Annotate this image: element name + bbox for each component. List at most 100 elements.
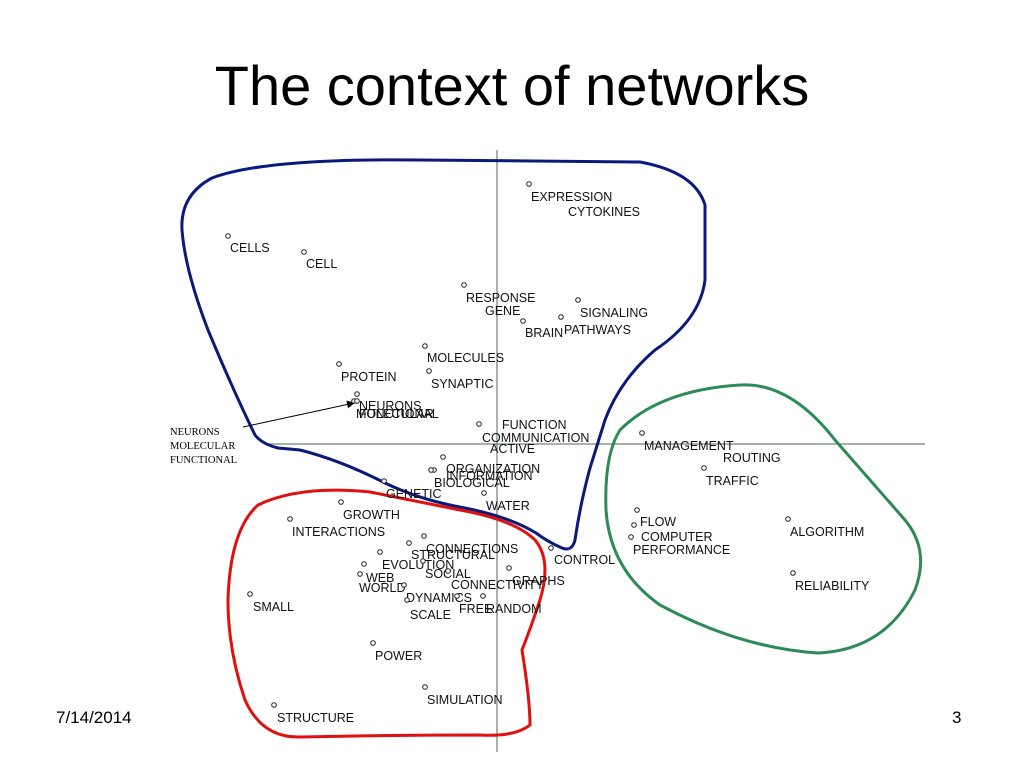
network-science-cluster-outline (226, 488, 547, 739)
term-marker-performance (628, 534, 634, 540)
term-marker-molecules (422, 343, 428, 349)
term-marker-algorithm (785, 516, 791, 522)
callout-line-functional: FUNCTIONAL (170, 455, 237, 466)
term-label-graphs: GRAPHS (512, 574, 565, 588)
callout-line-neurons: NEURONS (170, 427, 220, 438)
term-marker-free (454, 593, 460, 599)
term-label-brain: BRAIN (525, 326, 563, 340)
term-marker-cells (225, 233, 231, 239)
term-label-performance: PERFORMANCE (633, 543, 730, 557)
term-label-information: INFORMATION (446, 469, 533, 483)
term-label-algorithm: ALGORITHM (790, 525, 864, 539)
term-marker-small (247, 591, 253, 597)
term-label-connectivity: CONNECTIVITY (451, 578, 545, 592)
term-marker-flow (634, 507, 640, 513)
term-marker-connectivity (445, 568, 451, 574)
term-label-water: WATER (486, 499, 530, 513)
term-marker-signaling (575, 297, 581, 303)
term-label-active: ACTIVE (490, 442, 535, 456)
term-marker-cell (301, 249, 307, 255)
term-marker-connections (421, 533, 427, 539)
term-marker-response (461, 282, 467, 288)
term-marker-dynamics (401, 582, 407, 588)
term-marker-management (639, 430, 645, 436)
term-marker-traffic (701, 465, 707, 471)
term-label-free: FREE (459, 602, 492, 616)
term-label-protein: PROTEIN (341, 370, 397, 384)
term-marker-organization (440, 454, 446, 460)
term-label-reliability: RELIABILITY (795, 579, 870, 593)
term-marker-web (361, 561, 367, 567)
term-label-gene: GENE (485, 304, 520, 318)
term-label-structure: STRUCTURE (277, 711, 354, 725)
term-marker-water (481, 490, 487, 496)
term-label-communication: COMMUNICATION (482, 431, 589, 445)
term-label-biological: BIOLOGICAL (434, 476, 510, 490)
term-marker-scale (404, 597, 410, 603)
term-label-response: RESPONSE (466, 291, 535, 305)
slide-page-number: 3 (952, 708, 962, 727)
term-marker-brain (520, 318, 526, 324)
term-label-routing: ROUTING (723, 451, 781, 465)
term-marker-reliability (790, 570, 796, 576)
biology-cluster-outline (180, 158, 707, 551)
slide-title: The context of networks (214, 54, 810, 117)
term-label-genetic: GENETIC (386, 487, 442, 501)
term-marker-growth (338, 499, 344, 505)
term-marker-synaptic (426, 368, 432, 374)
term-marker-structure (271, 702, 277, 708)
callout-line-molecular: MOLECULAR (170, 441, 235, 452)
term-marker-expression (526, 181, 532, 187)
term-label-structural: STRUCTURAL (411, 548, 495, 562)
term-marker-power (370, 640, 376, 646)
term-label-management: MANAGEMENT (644, 439, 734, 453)
term-label-neurons: NEURONS (359, 399, 422, 413)
term-layer: EXPRESSIONCYTOKINESCELLSCELLRESPONSEGENE… (225, 181, 870, 725)
term-label-simulation: SIMULATION (427, 693, 502, 707)
term-label-molecular: MOLECULAR (356, 407, 434, 421)
term-label-growth: GROWTH (343, 508, 400, 522)
term-marker-function (476, 421, 482, 427)
term-label-cell: CELL (306, 257, 337, 271)
term-label-world: WORLD (359, 581, 406, 595)
term-marker-pathways (558, 314, 564, 320)
term-marker-protein (336, 361, 342, 367)
slide-date: 7/14/2014 (56, 708, 132, 727)
term-label-organization: ORGANIZATION (446, 462, 540, 476)
term-label-cells: CELLS (230, 241, 270, 255)
term-label-molecules: MOLECULES (427, 351, 504, 365)
term-marker-functional (354, 398, 360, 404)
term-label-connections: CONNECTIONS (426, 542, 518, 556)
term-marker-social (420, 558, 426, 564)
term-label-small: SMALL (253, 600, 294, 614)
term-label-social: SOCIAL (425, 567, 471, 581)
term-label-pathways: PATHWAYS (564, 323, 631, 337)
term-label-expression: EXPRESSION (531, 190, 612, 204)
term-label-random: RANDOM (486, 602, 542, 616)
term-label-functional: FUNCTIONAL (359, 407, 439, 421)
term-label-web: WEB (366, 571, 394, 585)
term-marker-neurons (354, 391, 360, 397)
term-marker-genetic (381, 478, 387, 484)
term-label-traffic: TRAFFIC (706, 474, 759, 488)
term-label-scale: SCALE (410, 608, 451, 622)
term-marker-biological (428, 467, 434, 473)
term-label-power: POWER (375, 649, 422, 663)
term-label-function: FUNCTION (502, 418, 567, 432)
term-label-evolution: EVOLUTION (382, 558, 454, 572)
term-label-cytokines: CYTOKINES (568, 205, 640, 219)
term-marker-random (480, 593, 486, 599)
computing-cluster-outline (604, 383, 923, 655)
term-marker-graphs (506, 565, 512, 571)
term-marker-interactions (287, 516, 293, 522)
term-marker-control (548, 545, 554, 551)
term-label-interactions: INTERACTIONS (292, 525, 385, 539)
term-label-synaptic: SYNAPTIC (431, 377, 494, 391)
term-marker-computer (631, 522, 637, 528)
term-label-signaling: SIGNALING (580, 306, 648, 320)
term-label-flow: FLOW (640, 515, 676, 529)
term-marker-evolution (377, 549, 383, 555)
term-marker-simulation (422, 684, 428, 690)
callout-arrow (242, 400, 355, 428)
